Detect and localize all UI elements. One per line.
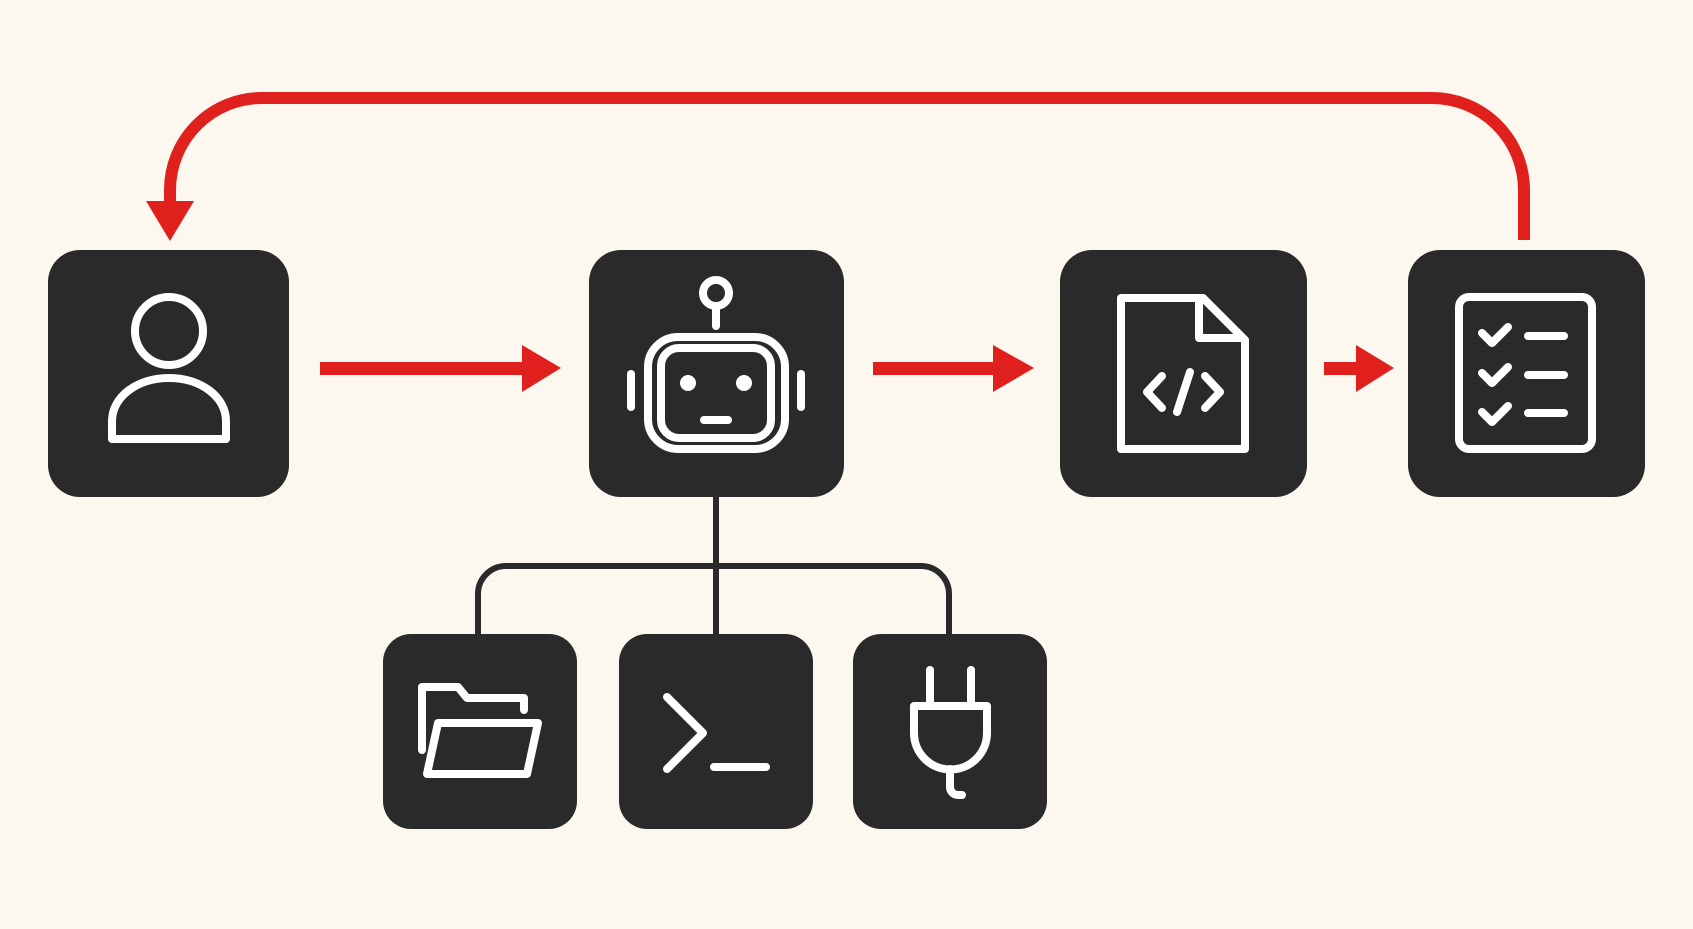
arrow-shaft bbox=[873, 362, 996, 375]
checklist-icon bbox=[1455, 293, 1596, 453]
arrow-shaft bbox=[1324, 362, 1359, 375]
loop-arrow-line bbox=[164, 92, 1530, 240]
loop-arrow-head bbox=[146, 201, 194, 241]
plug-icon bbox=[910, 666, 991, 799]
arrow-head bbox=[522, 345, 561, 392]
node-agent bbox=[589, 250, 844, 497]
arrow-head bbox=[993, 345, 1034, 392]
connector-branch-plugin bbox=[716, 563, 952, 636]
node-box bbox=[1060, 250, 1307, 497]
loop-arrow-checklist-to-user bbox=[146, 92, 1530, 241]
code-file-icon bbox=[1117, 294, 1249, 453]
folder-icon bbox=[418, 683, 542, 778]
arrow-shaft bbox=[320, 362, 525, 375]
connector-branch-folder bbox=[475, 563, 716, 636]
node-box bbox=[853, 634, 1047, 829]
node-user bbox=[48, 250, 289, 497]
node-box bbox=[619, 634, 813, 829]
node-box bbox=[383, 634, 577, 829]
arrow-user-to-agent bbox=[320, 345, 561, 392]
node-checklist bbox=[1408, 250, 1645, 497]
arrow-agent-to-code-file bbox=[873, 345, 1034, 392]
arrow-head bbox=[1356, 345, 1394, 392]
robot-icon bbox=[627, 276, 805, 453]
node-folder bbox=[383, 634, 577, 829]
node-terminal bbox=[619, 634, 813, 829]
node-plugin bbox=[853, 634, 1047, 829]
terminal-icon bbox=[663, 693, 770, 773]
tool-connectors bbox=[475, 496, 952, 636]
user-icon bbox=[108, 293, 230, 443]
node-box bbox=[48, 250, 289, 497]
arrow-code-file-to-checklist bbox=[1324, 345, 1394, 392]
node-code-file bbox=[1060, 250, 1307, 497]
